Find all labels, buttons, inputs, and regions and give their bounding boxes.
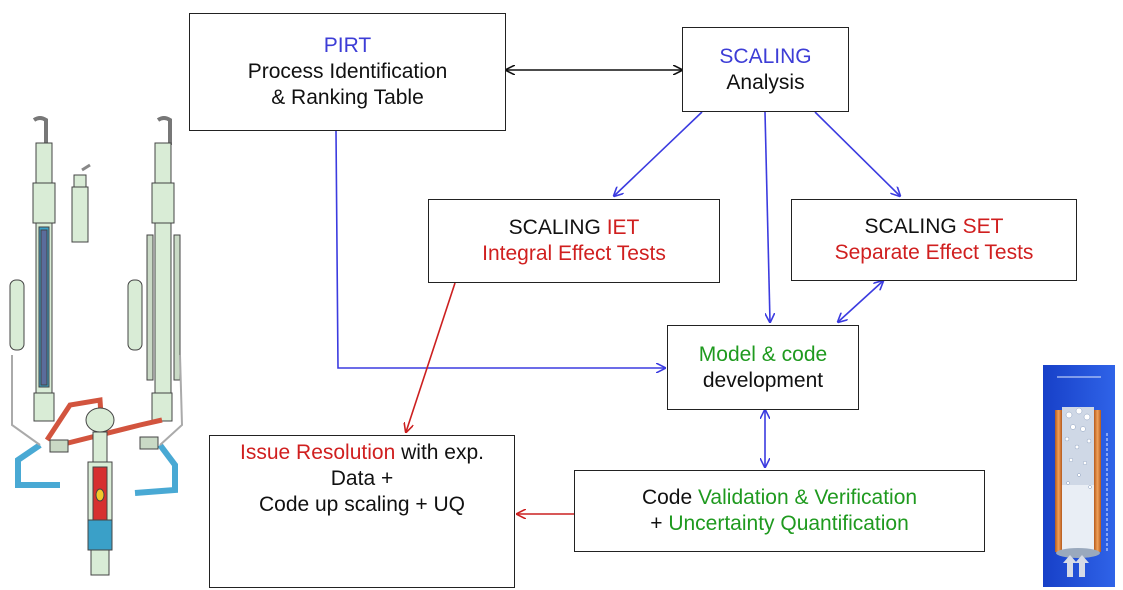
- validation-line2: + Uncertainty Quantification: [650, 511, 909, 537]
- issue-suffix: with exp.: [401, 441, 484, 464]
- boiling-tube-illustration: [1043, 365, 1115, 587]
- validation-line1-highlight: Validation & Verification: [697, 486, 918, 509]
- pirt-title: PIRT: [323, 34, 372, 57]
- scaling-line1: Analysis: [726, 70, 805, 94]
- iet-line2: Integral Effect Tests: [482, 242, 666, 265]
- model-line1: Model & code: [698, 342, 828, 366]
- validation-line2-prefix: +: [650, 512, 663, 535]
- iet-acronym: IET: [606, 216, 640, 239]
- reactor-loop-illustration: [9, 116, 184, 576]
- issue-line2: Data +: [330, 467, 394, 490]
- set-box: SCALING SET Separate Effect Tests: [791, 199, 1077, 281]
- set-line2: Separate Effect Tests: [834, 241, 1034, 264]
- iet-line1: SCALING IET: [509, 215, 640, 241]
- iet-box: SCALING IET Integral Effect Tests: [428, 199, 720, 283]
- issue-box: Issue Resolution with exp. Data + Code u…: [209, 435, 515, 588]
- set-acronym: SET: [962, 215, 1004, 238]
- validation-box: Code Validation & Verification + Uncerta…: [574, 470, 985, 552]
- scaling-title: SCALING: [719, 44, 812, 68]
- issue-line3: Code up scaling + UQ: [258, 493, 466, 516]
- issue-highlight: Issue Resolution: [240, 441, 396, 464]
- iet-prefix: SCALING: [508, 216, 601, 239]
- pirt-box: PIRT Process Identification & Ranking Ta…: [189, 13, 506, 131]
- issue-line1: Issue Resolution with exp.: [240, 440, 484, 466]
- arrow-iet-issue: [406, 282, 456, 432]
- validation-line2-highlight: Uncertainty Quantification: [668, 512, 909, 535]
- arrow-scaling-set: [814, 111, 900, 196]
- validation-line1: Code Validation & Verification: [642, 485, 917, 511]
- validation-line1-prefix: Code: [641, 486, 693, 509]
- set-prefix: SCALING: [864, 215, 957, 238]
- scaling-box: SCALING Analysis: [682, 27, 849, 112]
- model-line2: development: [702, 368, 824, 392]
- set-line1: SCALING SET: [865, 214, 1004, 240]
- arrow-scaling-model: [764, 111, 770, 322]
- pirt-line2: & Ranking Table: [271, 86, 424, 109]
- model-box: Model & code development: [667, 325, 859, 410]
- pirt-line1: Process Identification: [247, 60, 448, 83]
- arrow-scaling-iet: [614, 111, 703, 196]
- arrow-pirt-model: [335, 130, 665, 368]
- arrow-set-model: [838, 281, 883, 322]
